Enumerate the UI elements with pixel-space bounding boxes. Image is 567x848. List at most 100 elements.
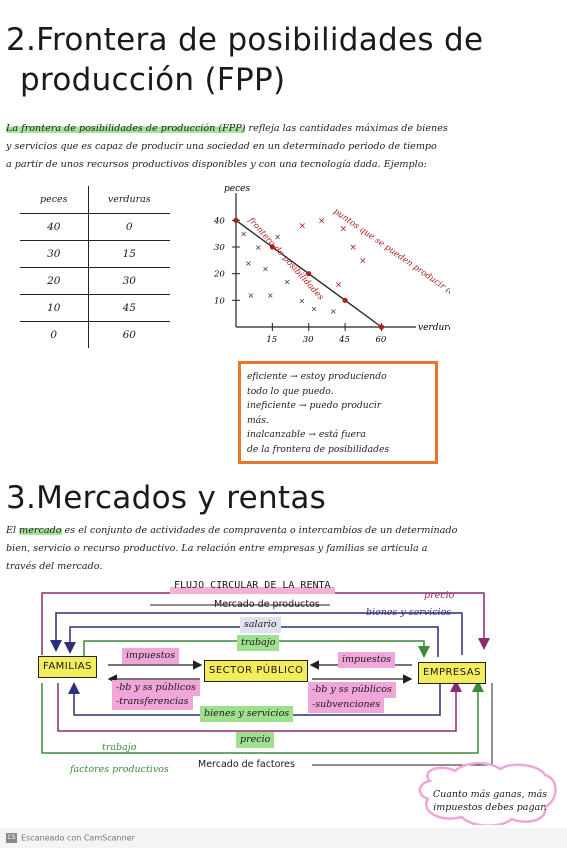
inside-point: × <box>245 259 252 268</box>
legend-line: más. <box>247 414 269 426</box>
impuestos-left-label: impuestos <box>122 648 180 664</box>
legend-line: todo lo que puedo. <box>247 385 334 397</box>
y-tick-label: 30 <box>214 243 225 253</box>
outside-point: × <box>359 256 367 266</box>
flow-title: FLUJO CIRCULAR DE LA RENTA <box>170 578 335 594</box>
arrow-trabajo-bottom <box>41 680 484 754</box>
market-factors-label: Mercado de factores <box>198 759 295 770</box>
subvenciones-label: -subvenciones <box>308 697 385 713</box>
x-tick-label: 15 <box>266 335 277 345</box>
table-header-verduras: verduras <box>107 193 151 205</box>
table-cell: 20 <box>20 266 89 294</box>
bb-right-label: -bb y ss públicos <box>308 682 396 698</box>
x-tick-label: 60 <box>375 335 386 345</box>
table-cell: 10 <box>20 293 89 321</box>
y-tick-label: 40 <box>213 216 225 226</box>
outside-point: × <box>318 216 326 226</box>
sector-publico-node: SECTOR PÚBLICO <box>204 660 309 682</box>
trabajo-bottom-label: trabajo <box>102 742 137 753</box>
bienes-mid-label: bienes y servicios <box>200 706 294 722</box>
transferencias-label: -transferencias <box>112 694 193 710</box>
outside-point: × <box>298 222 306 232</box>
inside-point: × <box>298 296 305 305</box>
frontier-point <box>269 244 275 250</box>
frontier-point <box>306 271 312 277</box>
y-tick-label: 20 <box>213 270 225 280</box>
legend-line: eficiente → estoy produciendo <box>247 371 387 382</box>
frontier-point <box>233 217 239 223</box>
ppf-chart: pecesverduras1530456040302010×××××××××××… <box>213 184 450 345</box>
section3-title: 3.Mercados y rentas <box>6 480 327 516</box>
trabajo-mid-label: trabajo <box>237 635 280 651</box>
table-cell: 0 <box>20 320 89 348</box>
table-cell: 45 <box>88 293 170 321</box>
footer-text: Escaneado con CamScanner <box>21 833 135 843</box>
tax-note: Cuanto más ganas, más impuestos debes pa… <box>432 789 548 813</box>
table-cell: 30 <box>20 239 89 267</box>
impuestos-right-label: impuestos <box>338 652 396 668</box>
bb-left-label: -bb y ss públicos <box>112 680 200 696</box>
table-cell: 30 <box>88 266 170 294</box>
factores-productivos-label: factores productivos <box>70 764 169 775</box>
empresas-node: EMPRESAS <box>418 662 486 684</box>
inside-point: × <box>262 264 269 273</box>
familias-node: FAMILIAS <box>38 656 97 678</box>
inside-point: × <box>284 278 291 287</box>
camscanner-logo-icon: CS <box>6 833 17 843</box>
inside-point: × <box>274 232 281 241</box>
fpp-highlight: La frontera de posibilidades de producci… <box>6 123 246 134</box>
x-tick-label: 45 <box>338 335 350 345</box>
inside-point: × <box>248 291 255 300</box>
table-header-peces: peces <box>20 186 89 213</box>
efficiency-legend-box: eficiente → estoy produciendo todo lo qu… <box>238 361 438 464</box>
salario-label: salario <box>240 617 281 633</box>
inside-point: × <box>311 304 318 313</box>
para-line1-rest: es el conjunto de actividades de comprav… <box>61 525 458 536</box>
outside-point: × <box>349 243 357 253</box>
para-line3: través del mercado. <box>6 561 103 572</box>
x-tick-label: 30 <box>303 335 314 345</box>
precio-bottom-label: precio <box>236 732 275 748</box>
outside-point: × <box>340 224 348 234</box>
inside-point: × <box>240 230 247 239</box>
table-cell: 15 <box>88 239 170 267</box>
inside-point: × <box>255 243 262 252</box>
y-axis-label: peces <box>224 184 250 194</box>
frontier-point <box>378 324 385 330</box>
legend-line: ineficiente → puedo producir <box>247 400 382 411</box>
section3-paragraph: El mercado es el conjunto de actividades… <box>6 522 562 576</box>
section2-paragraph: La frontera de posibilidades de producci… <box>6 120 562 174</box>
table-cell: 0 <box>88 212 170 240</box>
para-line2: bien, servicio o recurso productivo. La … <box>6 543 428 554</box>
inside-point: × <box>267 291 274 300</box>
para-start: El <box>6 525 20 536</box>
section2-title-line2: producción (FPP) <box>20 62 286 98</box>
frontier-point <box>342 297 348 303</box>
market-products-label: Mercado de productos <box>214 599 320 610</box>
para-line1-rest: refleja las cantidades máximas de bienes <box>245 123 448 134</box>
para-line2: y servicios que es capaz de producir una… <box>6 141 437 152</box>
mercado-highlight: mercado <box>19 525 62 536</box>
para-line3: a partir de unos recursos productivos di… <box>6 159 427 170</box>
arrow-bienes-top <box>50 612 463 655</box>
outside-point: × <box>335 280 343 290</box>
arrow-precio-bottom <box>57 680 462 732</box>
section2-title-line1: 2.Frontera de posibilidades de <box>6 22 484 58</box>
legend-line: de la frontera de posibilidades <box>247 443 390 455</box>
precio-top-label: precio <box>424 590 455 601</box>
legend-line: inalcanzable → está fuera <box>247 429 366 440</box>
bienes-top-label: bienes y servicios <box>366 607 452 618</box>
inside-point: × <box>330 307 337 316</box>
y-tick-label: 10 <box>214 296 225 306</box>
frontier-label: frontera de posibilidades <box>245 215 326 303</box>
x-axis-label: verduras <box>418 323 450 333</box>
table-cell: 40 <box>20 212 89 240</box>
scanner-footer: CS Escaneado con CamScanner <box>0 828 567 848</box>
note-cloud <box>418 762 557 825</box>
